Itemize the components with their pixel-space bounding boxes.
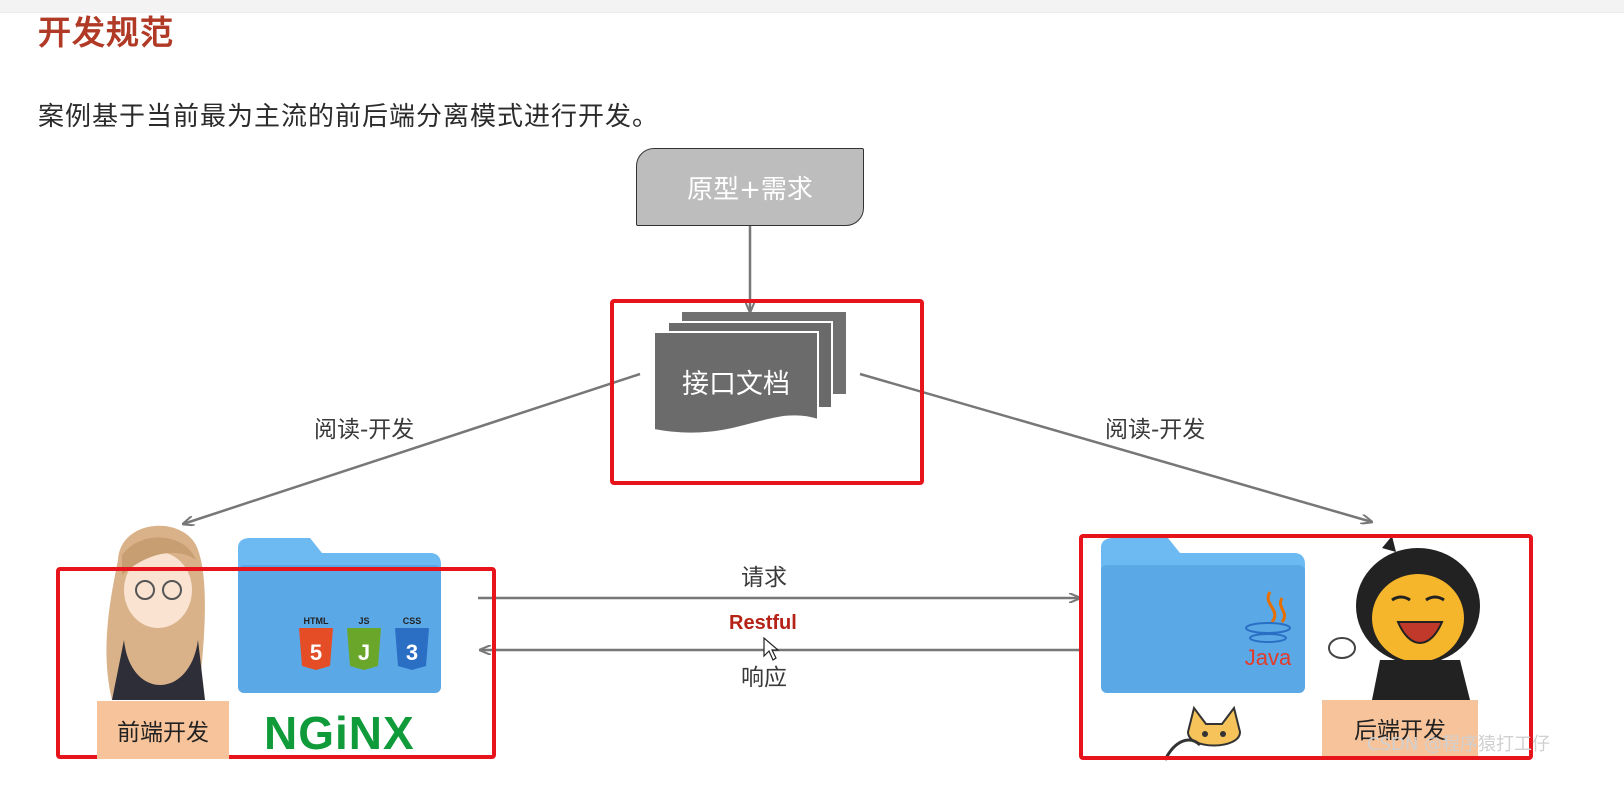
backend-dev-tag: 后端开发 [1322,700,1478,756]
restful-label: Restful [729,612,797,634]
api-doc-stack-icon [653,312,846,435]
arrow-doc-to-backend [859,372,1372,522]
js-icon: J [347,628,381,670]
css3-icon: 3 [395,628,429,670]
html5-glyph: 5 [310,640,322,665]
css-label: CSS [403,616,422,626]
backend-folder-icon [1101,538,1305,693]
read-develop-right-label: 阅读-开发 [1105,417,1206,443]
html5-icon: 5 [299,628,333,670]
js-label: JS [358,616,369,626]
mouse-cursor-icon [763,636,780,661]
arrow-doc-to-frontend [183,372,641,524]
css3-glyph: 3 [406,640,418,665]
page-title: 开发规范 [38,13,174,52]
backend-developer-avatar [1328,536,1480,700]
frontend-folder-icon [238,538,441,693]
page-subtitle: 案例基于当前最为主流的前后端分离模式进行开发。 [38,102,660,132]
highlight-backend [1079,534,1533,760]
top-bar [0,0,1624,13]
java-label: Java [1245,645,1292,670]
api-doc-label: 接口文档 [682,369,790,400]
read-develop-left-label: 阅读-开发 [314,417,415,443]
highlight-frontend [56,567,496,759]
java-cup-icon [1245,591,1291,643]
watermark: CSDN @程序猿打工仔 [1367,734,1551,755]
js-glyph: J [358,640,370,665]
request-label: 请求 [741,565,787,591]
nginx-logo: NGiNX [264,707,415,759]
frontend-dev-tag: 前端开发 [97,701,229,759]
prototype-requirements-box: 原型+需求 [636,148,864,226]
response-label: 响应 [741,665,787,691]
highlight-api-doc [610,299,924,485]
tomcat-icon [1163,705,1242,761]
html-label: HTML [304,616,329,626]
